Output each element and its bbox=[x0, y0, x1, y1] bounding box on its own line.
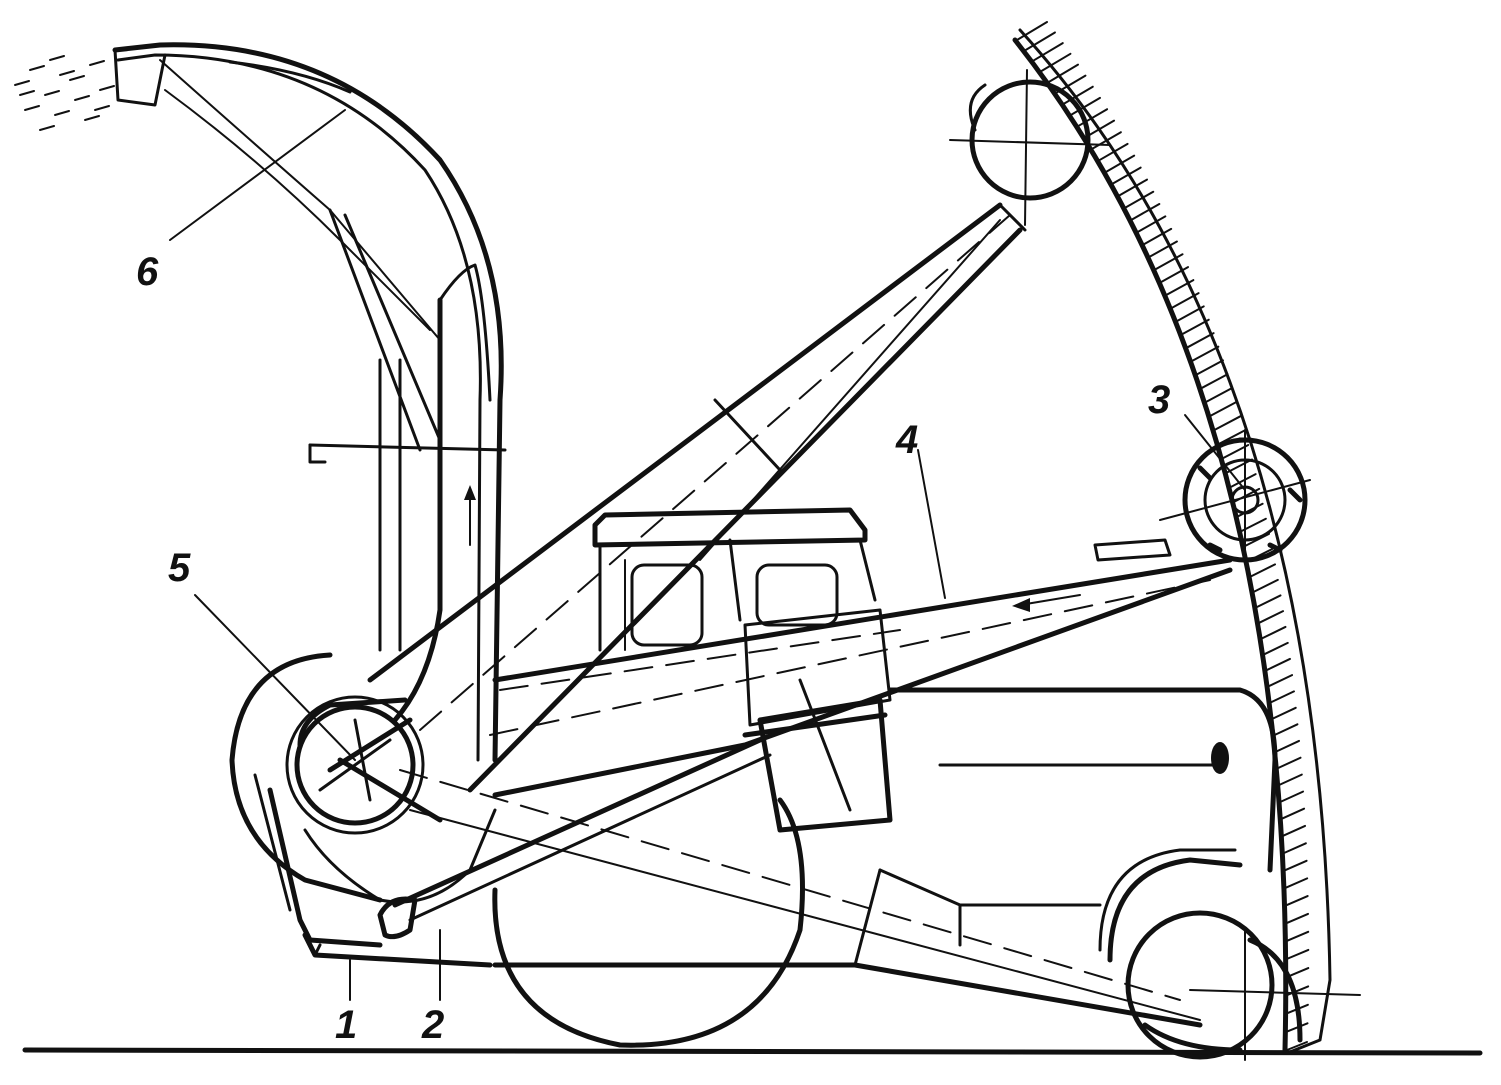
discharge-spout bbox=[14, 42, 504, 763]
front-header bbox=[253, 773, 493, 968]
tractor-body bbox=[757, 678, 1278, 873]
ground-line bbox=[22, 1047, 1483, 1056]
label-part-2: 2 bbox=[422, 1003, 445, 1047]
fan-housing bbox=[229, 652, 497, 904]
vertical-pipe bbox=[308, 263, 507, 723]
drawbar bbox=[392, 737, 1203, 1028]
label-part-6: 6 bbox=[136, 250, 159, 294]
label-part-1: 1 bbox=[335, 1003, 358, 1047]
front-wheel bbox=[1098, 848, 1361, 1061]
label-part-4: 4 bbox=[896, 418, 919, 462]
rear-wheel bbox=[492, 797, 805, 1048]
label-part-3: 3 bbox=[1148, 378, 1171, 422]
upper-arm bbox=[367, 202, 1027, 793]
tractor-cabin bbox=[592, 507, 877, 652]
top-roller bbox=[949, 69, 1111, 226]
crop-wall bbox=[1012, 21, 1332, 1054]
label-part-5: 5 bbox=[168, 546, 191, 590]
pickup-reel bbox=[1159, 429, 1311, 563]
feed-conveyor bbox=[489, 538, 1233, 798]
leader-lines bbox=[169, 109, 1246, 1001]
